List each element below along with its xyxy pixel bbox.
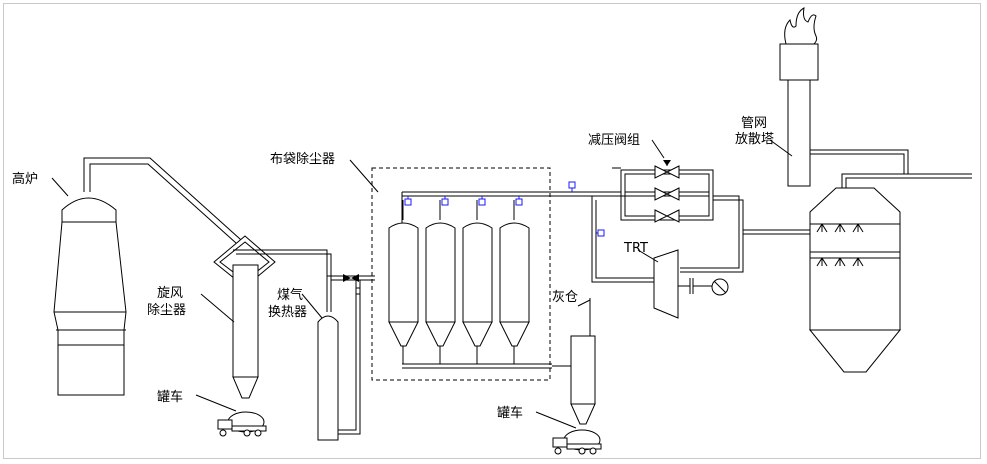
filter-bag-1 — [388, 200, 419, 364]
filter-bag-3 — [462, 200, 493, 364]
gas-heat-exchanger — [233, 249, 361, 441]
label-bag-filter: 布袋除尘器 — [270, 152, 335, 167]
diagram-frame — [3, 3, 981, 459]
tank-truck-left — [195, 394, 267, 437]
label-pressure-valve-group: 减压阀组 — [588, 133, 640, 148]
blast-furnace — [51, 157, 251, 396]
label-blast-furnace: 高炉 — [12, 171, 38, 187]
gate-valve-icon — [654, 160, 680, 223]
scrubber-tower — [808, 173, 972, 373]
tank-truck-icon — [217, 411, 267, 437]
butterfly-valve-icon — [404, 181, 605, 237]
flare-stack — [769, 7, 909, 187]
filter-bag-4 — [499, 200, 530, 364]
label-heat-exchanger-line2: 换热器 — [268, 305, 307, 320]
trt-turbine — [591, 196, 729, 319]
filter-bag-2 — [425, 200, 456, 364]
label-ash-bin: 灰仓 — [552, 290, 578, 305]
label-tank-truck-right: 罐车 — [497, 405, 523, 421]
ash-bin — [552, 298, 596, 425]
flame-icon — [784, 7, 818, 45]
label-heat-exchanger-line1: 煤气 — [277, 287, 303, 303]
label-cyclone-line1: 旋风 — [157, 286, 183, 301]
generator-icon — [711, 278, 729, 296]
pressure-reducing-valve-group — [612, 139, 810, 273]
label-tank-truck-left: 罐车 — [157, 389, 183, 405]
label-trt: TRT — [623, 241, 648, 256]
label-cyclone-line2: 除尘器 — [147, 303, 186, 318]
tank-truck-right — [535, 411, 602, 455]
label-flare-line2: 放散塔 — [735, 132, 774, 147]
label-flare-line1: 管网 — [741, 116, 767, 131]
cyclone-dust-collector — [200, 235, 276, 399]
tank-truck-icon — [552, 429, 602, 455]
bag-dust-collector — [349, 159, 621, 381]
spray-nozzles — [816, 223, 864, 267]
butterfly-valve-icon — [343, 274, 359, 282]
pipe-to-bag-filter — [327, 274, 375, 282]
